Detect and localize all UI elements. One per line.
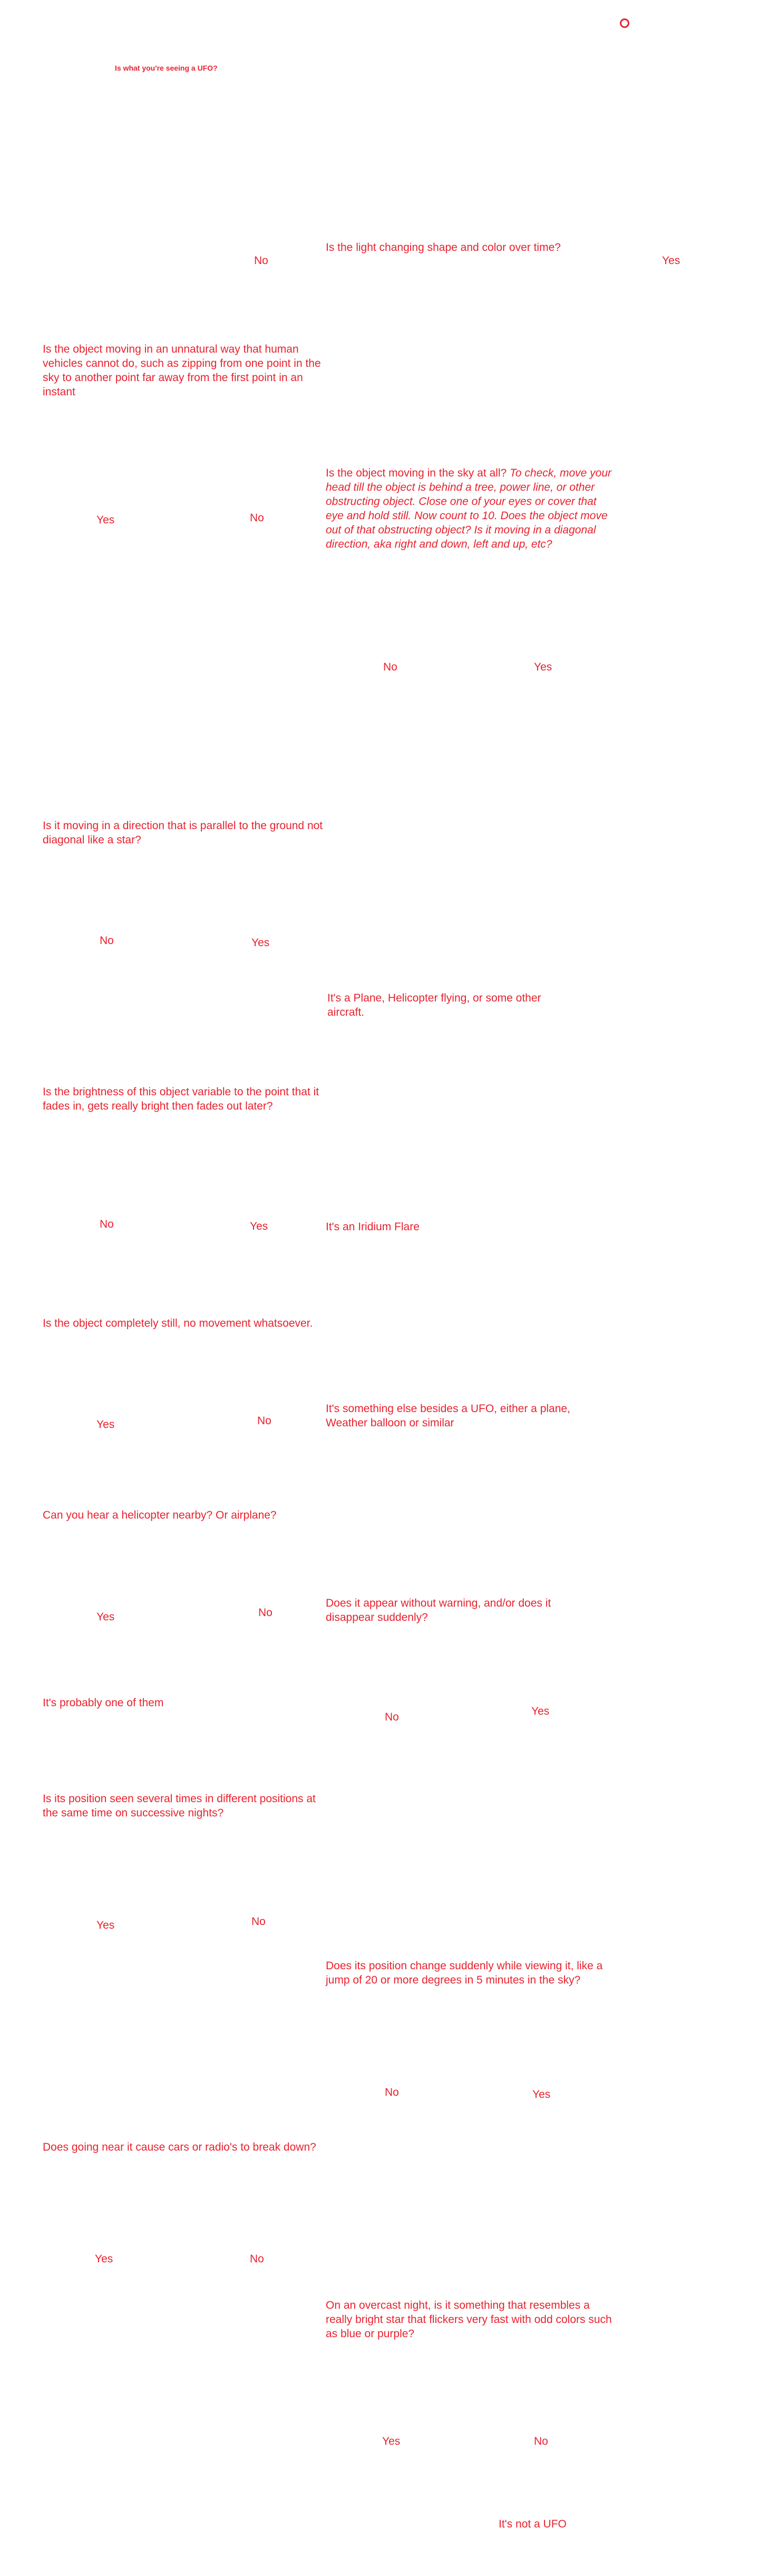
- q4-no: No: [100, 935, 114, 947]
- q2-unnatural-movement: Is the object moving in an unnatural way…: [43, 343, 321, 398]
- q3-lead: Is the object moving in the sky at all?: [326, 467, 507, 479]
- q12-yes: Yes: [382, 2435, 401, 2447]
- q5-brightness-variable: Is the brightness of this object variabl…: [43, 1086, 319, 1112]
- q9-no: No: [251, 1916, 266, 1928]
- page-title: Is what you're seeing a UFO?: [115, 64, 218, 72]
- q10-no: No: [385, 2086, 399, 2098]
- q6-completely-still: Is the object completely still, no movem…: [43, 1317, 313, 1329]
- q2-yes: Yes: [96, 514, 115, 526]
- q1-no: No: [254, 255, 268, 267]
- q3-no: No: [383, 661, 397, 673]
- q6-no: No: [257, 1415, 271, 1427]
- q3-instructions: To check, move your head till the object…: [326, 467, 612, 550]
- q12-no: No: [534, 2435, 548, 2447]
- q11-cars-radios-break-down: Does going near it cause cars or radio's…: [43, 2141, 316, 2153]
- result-something-else: It's something else besides a UFO, eithe…: [326, 1403, 570, 1429]
- q7-hear-helicopter: Can you hear a helicopter nearby? Or air…: [43, 1509, 277, 1521]
- q8-appear-without-warning: Does it appear without warning, and/or d…: [326, 1597, 551, 1624]
- q6-yes: Yes: [96, 1418, 115, 1431]
- result-probably-one-of-them: It's probably one of them: [43, 1697, 164, 1709]
- result-plane: It's a Plane, Helicopter flying, or some…: [327, 992, 541, 1018]
- result-not-a-ufo: It's not a UFO: [499, 2518, 567, 2530]
- q10-position-change-suddenly: Does its position change suddenly while …: [326, 1960, 603, 1986]
- q7-yes: Yes: [96, 1611, 115, 1623]
- circle-icon: [620, 18, 629, 28]
- q10-yes: Yes: [532, 2088, 551, 2101]
- q8-no: No: [385, 1711, 399, 1723]
- q11-no: No: [250, 2253, 264, 2265]
- q1-yes: Yes: [662, 255, 680, 267]
- q4-yes: Yes: [251, 937, 270, 949]
- q8-yes: Yes: [531, 1705, 550, 1717]
- q9-yes: Yes: [96, 1919, 115, 1931]
- result-iridium-flare: It's an Iridium Flare: [326, 1221, 420, 1233]
- q9-position-successive-nights: Is its position seen several times in di…: [43, 1793, 316, 1819]
- q12-bright-star-flickers: On an overcast night, is it something th…: [326, 2299, 612, 2340]
- q11-yes: Yes: [95, 2253, 113, 2265]
- q4-parallel-to-ground: Is it moving in a direction that is para…: [43, 820, 323, 846]
- q3-yes: Yes: [534, 661, 552, 673]
- q5-no: No: [100, 1218, 114, 1230]
- q2-no: No: [250, 512, 264, 524]
- q7-no: No: [258, 1607, 273, 1619]
- q1-light-changing-shape: Is the light changing shape and color ov…: [326, 241, 561, 254]
- q5-yes: Yes: [250, 1220, 268, 1232]
- q3-moving-in-sky: Is the object moving in the sky at all? …: [326, 466, 617, 551]
